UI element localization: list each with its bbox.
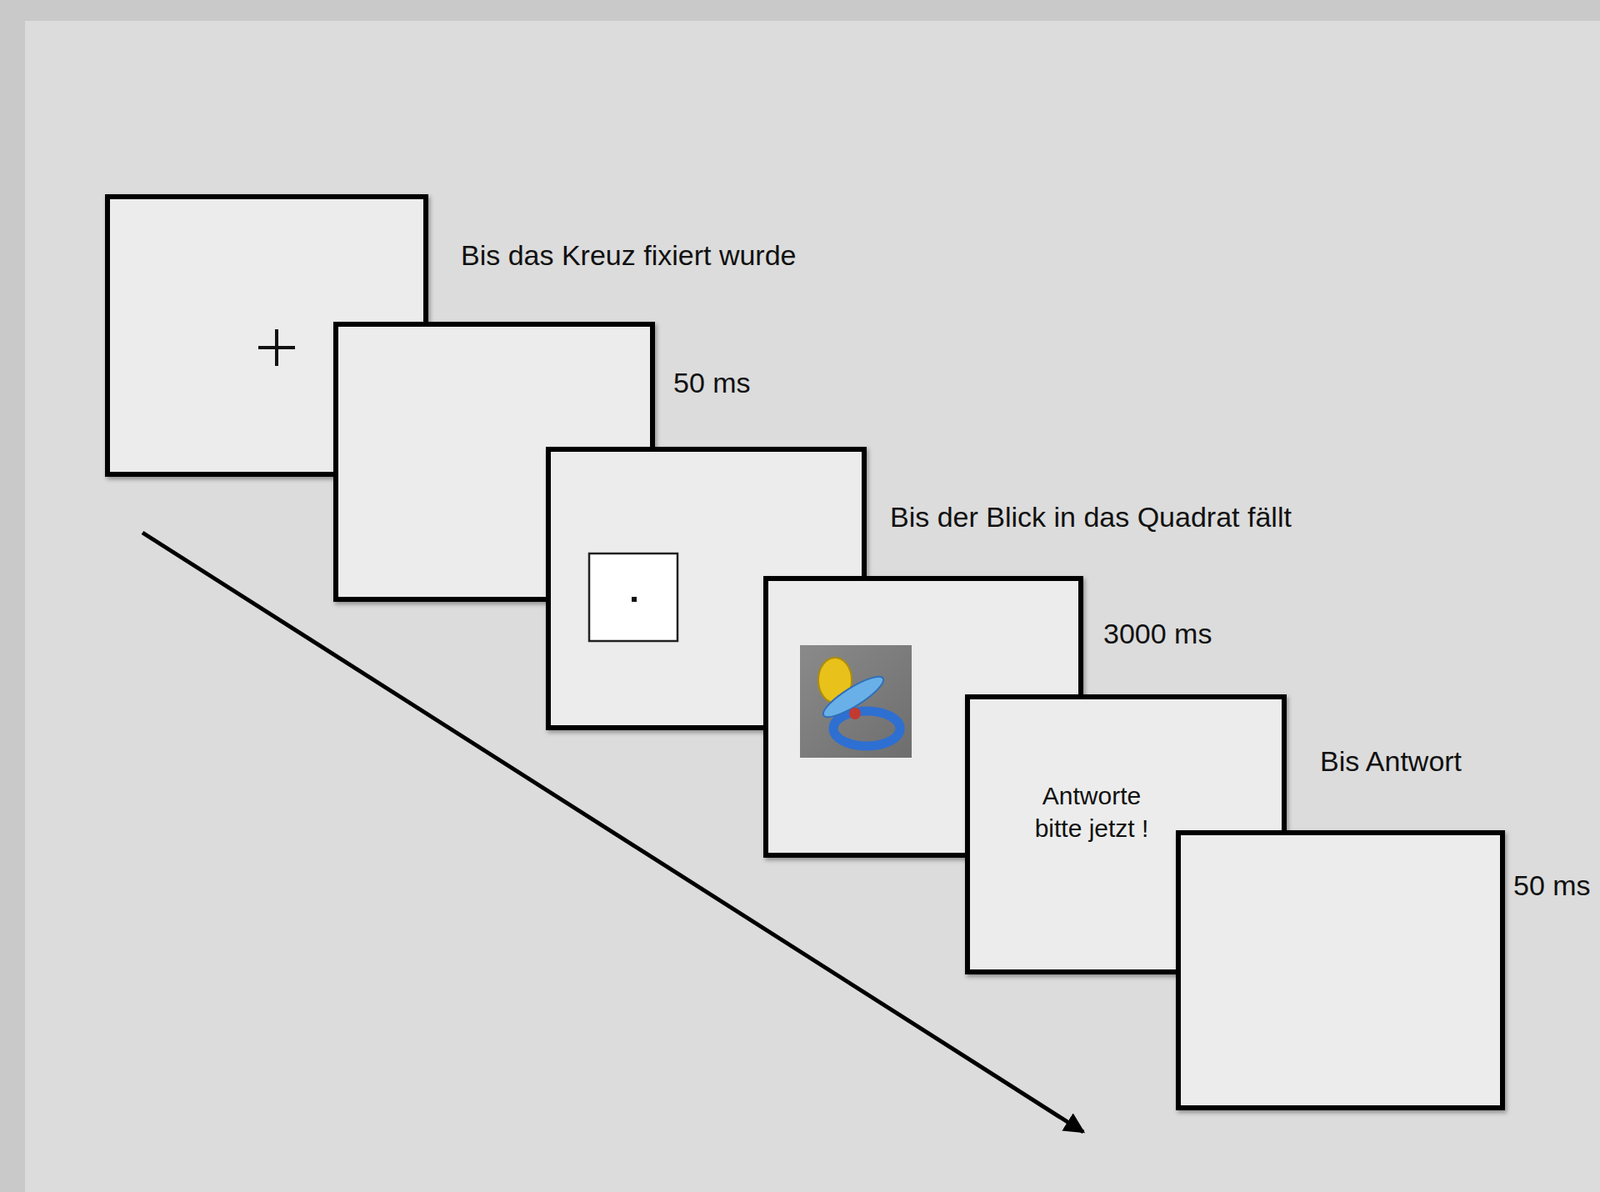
timing-label: 50 ms	[1513, 868, 1591, 902]
timing-label: 50 ms	[673, 365, 751, 400]
fixation-cross	[255, 325, 299, 370]
timing-label: Bis der Blick in das Quadrat fällt	[890, 500, 1292, 534]
pacifier-knob	[849, 707, 861, 720]
screen-frame: 50 ms	[1175, 830, 1505, 1110]
timing-label: Bis das Kreuz fixiert wurde	[460, 238, 797, 272]
target-dot	[631, 596, 637, 602]
pacifier-ring	[833, 710, 900, 746]
picture-ground	[800, 645, 912, 758]
pacifier-shield	[819, 670, 889, 723]
time-arrow	[142, 532, 1084, 1132]
timing-label: Bis Antwort	[1320, 744, 1462, 778]
target-square	[589, 553, 678, 641]
gaze-square	[587, 551, 681, 645]
prompt-text: Antworte bitte jetzt !	[1025, 779, 1159, 845]
cross-bar	[258, 345, 295, 350]
timing-label: 3000 ms	[1103, 616, 1212, 650]
stimulus-picture	[800, 645, 912, 758]
